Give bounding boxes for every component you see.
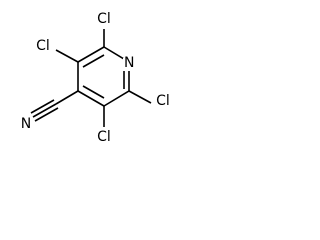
atom-label-chlorine-bottom-center: Cl	[97, 129, 111, 145]
bond-nitrile-triple-c	[34, 107, 59, 122]
atom-label-ring-nitrogen: N	[124, 55, 134, 71]
bond-c4-cnitrile	[55, 90, 79, 105]
label-mask	[123, 58, 135, 71]
atom-label-chlorine-top-left: Cl	[36, 38, 50, 54]
bond-nitrile-triple-b	[30, 99, 55, 114]
atom-label-chlorine-bottom-right: Cl	[156, 93, 170, 109]
bond-c6-c5	[103, 90, 130, 107]
bond-c5-c4-double	[82, 85, 105, 99]
substituent-bonds	[30, 29, 152, 127]
bond-c3-c2-double	[82, 54, 105, 68]
atom-label-chlorine-top-right: Cl	[97, 11, 111, 27]
bond-c6-cl	[128, 90, 152, 104]
ring-bonds	[77, 46, 130, 107]
atom-labels: N Cl Cl Cl Cl N	[21, 11, 170, 145]
atom-label-nitrile-nitrogen: N	[21, 116, 31, 132]
bond-nitrile-triple-a	[32, 103, 57, 118]
bond-c5-c4	[77, 90, 105, 107]
bond-c3-cl	[55, 49, 79, 63]
chemical-structure-diagram: N Cl Cl Cl Cl N	[21, 11, 170, 145]
bond-c3-c2	[77, 46, 105, 63]
